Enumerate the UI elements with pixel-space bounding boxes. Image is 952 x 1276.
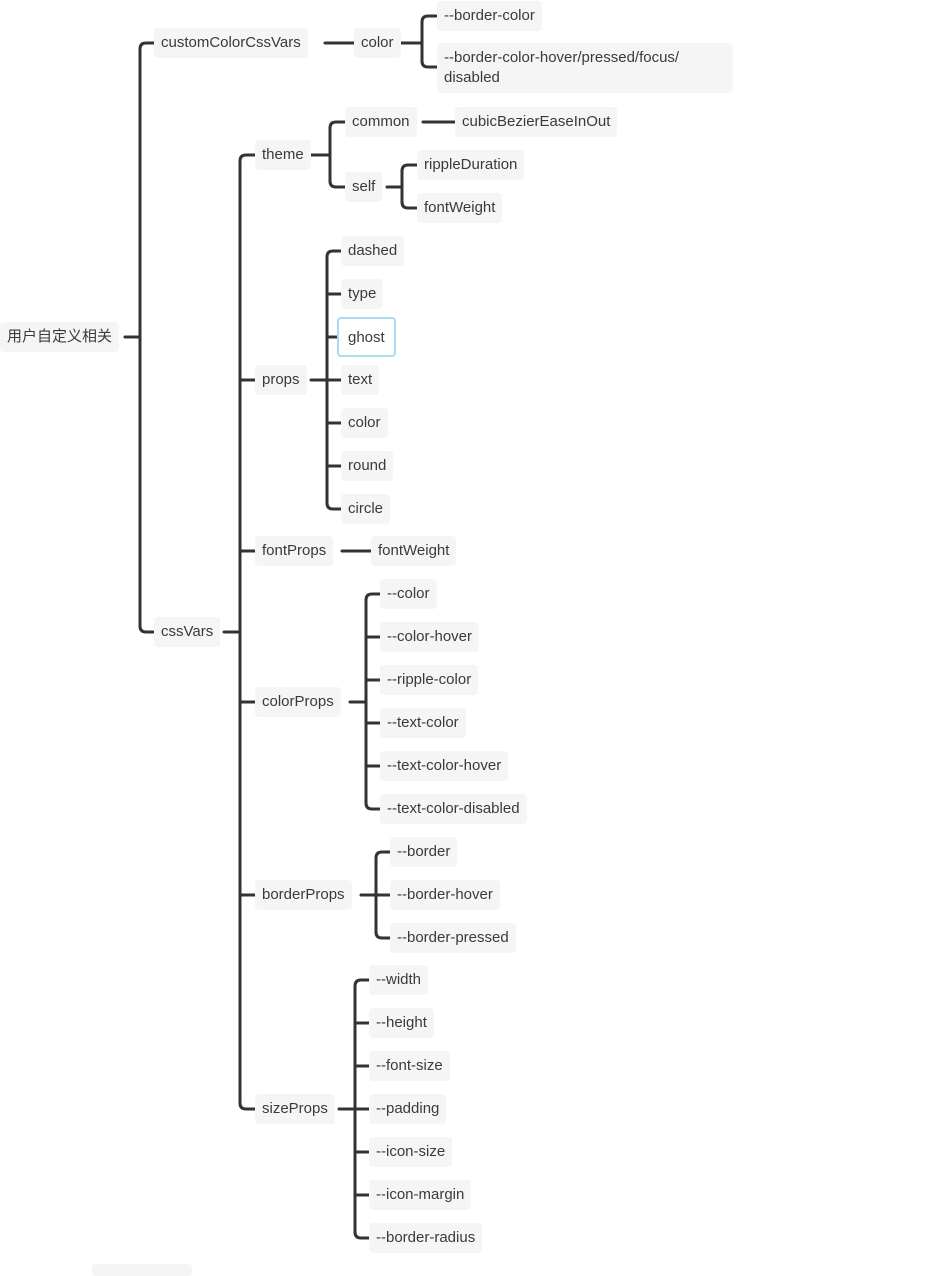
root-node[interactable]: 用户自定义相关: [0, 322, 120, 352]
node-ghost[interactable]: ghost: [337, 317, 396, 357]
node-sp-padding[interactable]: --padding: [369, 1094, 447, 1124]
offscreen-node-stub: [92, 1264, 192, 1276]
colorprops-link-5: [364, 801, 382, 811]
node-cp-text[interactable]: --text-color: [380, 708, 466, 738]
node-fontProps[interactable]: fontProps: [255, 536, 334, 566]
node-sp-radius[interactable]: --border-radius: [369, 1223, 483, 1253]
colorprops-link-0: [364, 592, 382, 602]
node-ccv-color[interactable]: color: [354, 28, 401, 58]
ccv-color-link-1: [420, 59, 439, 69]
root-link-0: [138, 41, 156, 51]
cssvars-link-0: [238, 153, 257, 163]
self-link-1: [400, 200, 419, 210]
borderprops-link-2: [374, 930, 392, 940]
node-customColorCssVars[interactable]: customColorCssVars: [154, 28, 308, 58]
node-theme-fontWeight[interactable]: fontWeight: [417, 193, 503, 223]
node-fp-fontWeight[interactable]: fontWeight: [371, 536, 457, 566]
props-link-0: [325, 249, 343, 259]
node-cp-color-hover[interactable]: --color-hover: [380, 622, 480, 652]
node-bp-border[interactable]: --border: [390, 837, 458, 867]
node-theme[interactable]: theme: [255, 140, 311, 170]
node-sp-icon-margin[interactable]: --icon-margin: [369, 1180, 472, 1210]
node-colorProps[interactable]: colorProps: [255, 687, 341, 717]
node-cubic[interactable]: cubicBezierEaseInOut: [455, 107, 618, 137]
node-bp-hover[interactable]: --border-hover: [390, 880, 500, 910]
node-borderProps[interactable]: borderProps: [255, 880, 352, 910]
node-sizeProps[interactable]: sizeProps: [255, 1094, 335, 1124]
node-sp-icon[interactable]: --icon-size: [369, 1137, 453, 1167]
root-link-1: [138, 624, 156, 634]
sizeprops-link-0: [353, 978, 371, 988]
node-props[interactable]: props: [255, 365, 307, 395]
node-common[interactable]: common: [345, 107, 417, 137]
node-round[interactable]: round: [341, 451, 394, 481]
node-border-color[interactable]: --border-color: [437, 1, 542, 31]
theme-link-0: [328, 120, 347, 130]
borderprops-link-0: [374, 850, 392, 860]
node-border-color-states[interactable]: --border-color-hover/pressed/focus/ disa…: [437, 43, 733, 93]
node-cp-text-disabled[interactable]: --text-color-disabled: [380, 794, 527, 824]
node-rippleDuration[interactable]: rippleDuration: [417, 150, 525, 180]
self-link-0: [400, 163, 419, 173]
node-circle[interactable]: circle: [341, 494, 391, 524]
node-self[interactable]: self: [345, 172, 383, 202]
node-cssVars[interactable]: cssVars: [154, 617, 221, 647]
node-sp-height[interactable]: --height: [369, 1008, 434, 1038]
node-bp-pressed[interactable]: --border-pressed: [390, 923, 516, 953]
node-cp-ripple[interactable]: --ripple-color: [380, 665, 479, 695]
ccv-color-link-0: [420, 14, 439, 24]
node-props-color[interactable]: color: [341, 408, 388, 438]
props-link-6: [325, 501, 343, 511]
node-cp-color[interactable]: --color: [380, 579, 437, 609]
theme-link-1: [328, 179, 347, 189]
node-sp-width[interactable]: --width: [369, 965, 429, 995]
node-text[interactable]: text: [341, 365, 380, 395]
node-type[interactable]: type: [341, 279, 384, 309]
sizeprops-link-6: [353, 1230, 371, 1240]
node-dashed[interactable]: dashed: [341, 236, 405, 266]
cssvars-link-5: [238, 1101, 257, 1111]
node-cp-text-hover[interactable]: --text-color-hover: [380, 751, 509, 781]
node-sp-font[interactable]: --font-size: [369, 1051, 450, 1081]
